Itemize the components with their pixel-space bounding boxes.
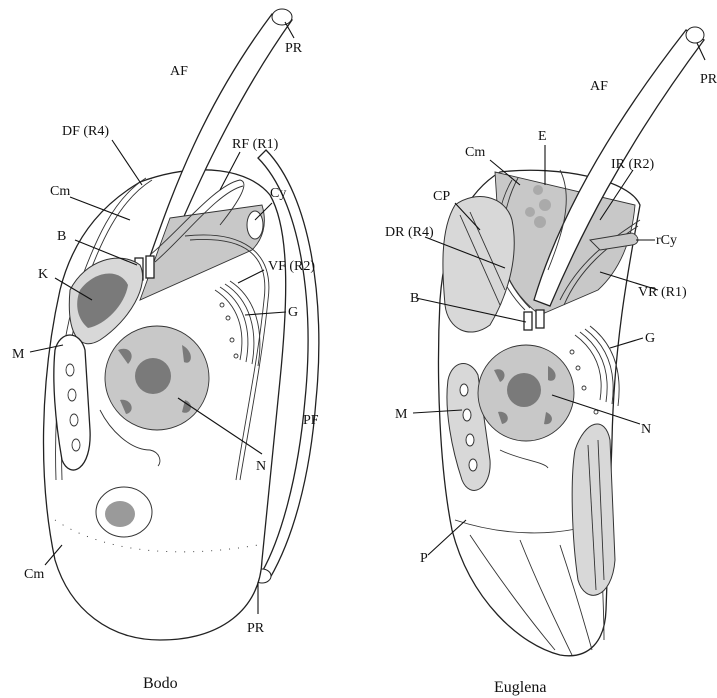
bodo-label-g: G — [288, 305, 298, 320]
bodo-label-n: N — [256, 459, 266, 474]
bodo-cell — [44, 9, 319, 640]
bodo-label-k: K — [38, 267, 48, 282]
euglena-label-cm: Cm — [465, 145, 485, 160]
bodo-label-cm-top: Cm — [50, 184, 70, 199]
euglena-caption: Euglena — [494, 679, 546, 696]
euglena-label-n: N — [641, 422, 651, 437]
euglena-label-dr: DR (R4) — [385, 225, 434, 240]
euglena-label-rcy: rCy — [656, 233, 677, 248]
bodo-label-af: AF — [170, 64, 188, 79]
euglena-label-m: M — [395, 407, 408, 422]
euglena-label-b: B — [410, 291, 419, 306]
euglena-label-pr: PR — [700, 72, 717, 87]
euglena-pr-tip — [686, 27, 704, 43]
euglena-label-g: G — [645, 331, 655, 346]
bodo-label-b: B — [57, 229, 66, 244]
bodo-pr-top-tip — [272, 9, 292, 25]
bodo-label-cm-bottom: Cm — [24, 567, 44, 582]
bodo-label-m: M — [12, 347, 25, 362]
euglena-chloroplast-bottom — [572, 424, 615, 595]
euglena-cell — [439, 27, 705, 656]
euglena-label-af: AF — [590, 79, 608, 94]
euglena-label-cp: CP — [433, 189, 450, 204]
bodo-label-pf: PF — [303, 413, 319, 428]
bodo-label-vf: VF (R2) — [268, 259, 315, 274]
bodo-caption: Bodo — [143, 675, 178, 692]
bodo-label-pr-bottom: PR — [247, 621, 265, 636]
euglena-label-ir: IR (R2) — [611, 157, 655, 172]
bodo-label-cy: Cy — [270, 186, 286, 201]
euglena-label-p: P — [420, 551, 428, 566]
euglena-label-vr: VR (R1) — [638, 285, 687, 300]
bodo-label-pr-top: PR — [285, 41, 303, 56]
bodo-label-rf: RF (R1) — [232, 137, 279, 152]
euglena-label-e: E — [538, 129, 547, 144]
bodo-label-df: DF (R4) — [62, 124, 109, 139]
